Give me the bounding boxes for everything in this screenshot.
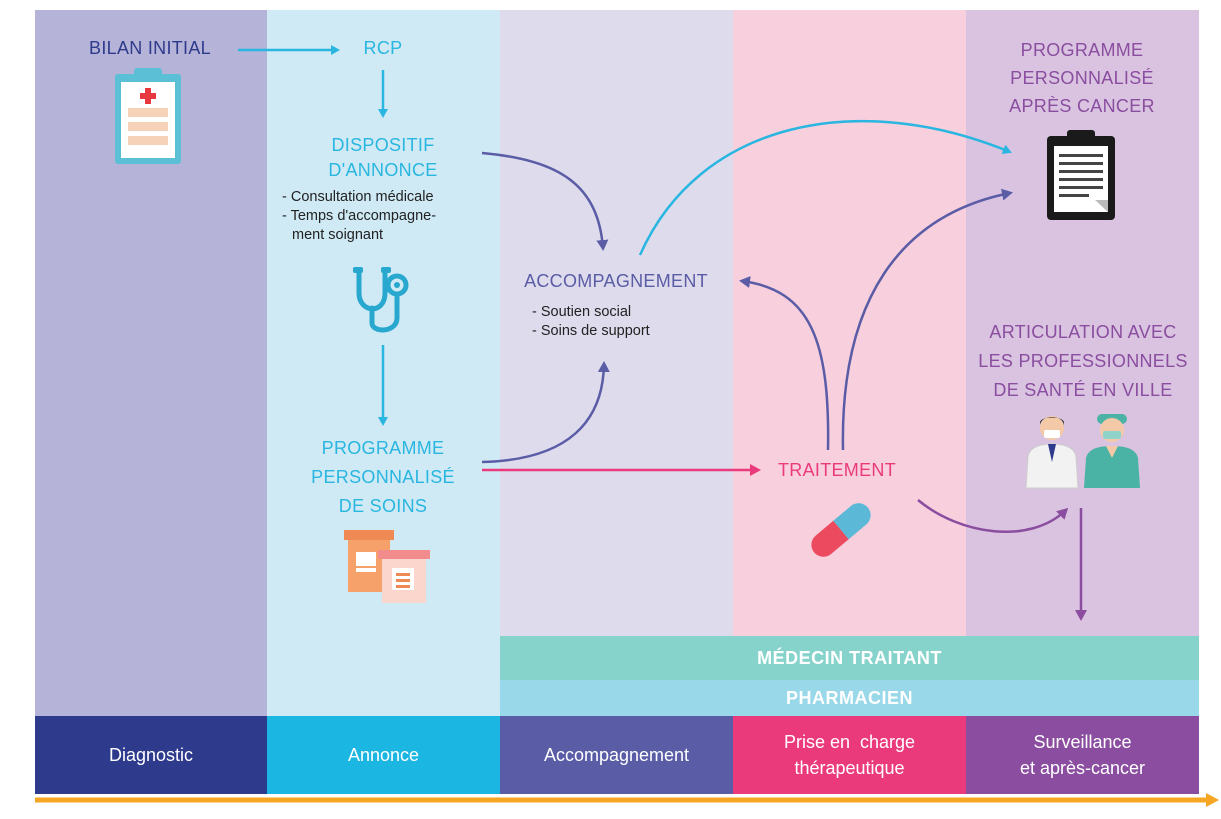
phase-surveillance-label-line1: Surveillance [1033,732,1132,752]
band-pharmacien-label: PHARMACIEN [785,687,913,708]
clipboard-medical-icon [115,68,181,164]
dispositif-line2: D'ANNONCE [328,160,438,180]
dispositif-line1: DISPOSITIF [331,135,435,155]
stethoscope-icon [353,267,409,333]
bilan-initial-label: BILAN INITIAL [89,38,211,58]
band-pharmacien: PHARMACIEN [500,680,1199,716]
column-accompagnement [500,10,733,716]
pill-bottles-icon [344,530,430,603]
phase-surveillance: Surveillance et après-cancer [966,716,1199,794]
node-dispositif-annonce: DISPOSITIF D'ANNONCE [300,133,466,183]
phase-diagnostic-label: Diagnostic [108,745,194,765]
arrow-dispositif-accompagnement [481,151,609,251]
articulation-line3: DE SANTÉ EN VILLE [993,380,1173,400]
arrow-traitement-articulation [917,499,1069,534]
dispositif-detail-1: - Consultation médicale [282,189,434,205]
band-medecin-traitant: MÉDECIN TRAITANT [500,636,1199,680]
arrow-traitement-programme-apres [841,188,1013,451]
programme-soins-line3: DE SOINS [338,496,428,516]
accompagnement-details: - Soutien social - Soins de support [532,303,722,341]
node-articulation: ARTICULATION AVEC LES PROFESSIONNELS DE … [968,318,1198,405]
clipboard-document-icon [1047,130,1115,220]
articulation-line2: LES PROFESSIONNELS [978,351,1188,371]
traitement-label: TRAITEMENT [778,460,896,480]
node-traitement: TRAITEMENT [762,460,912,481]
node-rcp: RCP [340,38,426,59]
node-accompagnement: ACCOMPAGNEMENT [505,271,727,292]
rcp-label: RCP [363,38,403,58]
dispositif-detail-2: - Temps d'accompagne- [282,208,437,224]
column-surveillance [966,10,1199,716]
phase-prise-label-line1: Prise en charge [783,732,916,752]
phase-annonce-label: Annonce [347,745,420,765]
arrow-accompagnement-programme-apres [638,119,1012,256]
phase-annonce: Annonce [267,716,500,794]
articulation-line1: ARTICULATION AVEC [989,322,1177,342]
programme-apres-line2: PERSONNALISÉ [1010,68,1154,88]
arrow-traitement-accompagnement [739,276,830,451]
phase-surveillance-label-line2: et après-cancer [1019,758,1146,778]
programme-apres-line1: PROGRAMME [1020,40,1144,60]
phase-prise-en-charge: Prise en charge thérapeutique [733,716,966,794]
dispositif-details: - Consultation médicale - Temps d'accomp… [282,188,492,245]
node-programme-apres-cancer: PROGRAMME PERSONNALISÉ APRÈS CANCER [975,36,1189,120]
arrow-programme-accompagnement [481,361,610,464]
accompagnement-detail-1: - Soutien social [532,304,632,320]
accompagnement-label: ACCOMPAGNEMENT [524,271,708,291]
node-bilan-initial: BILAN INITIAL [70,38,230,59]
phase-accompagnement: Accompagnement [500,716,733,794]
programme-soins-line1: PROGRAMME [321,438,445,458]
programme-soins-line2: PERSONNALISÉ [311,467,455,487]
phase-diagnostic: Diagnostic [35,716,267,794]
band-medecin-label: MÉDECIN TRAITANT [757,647,942,668]
doctors-icon [1025,414,1140,489]
programme-apres-line3: APRÈS CANCER [1009,96,1155,116]
capsule-icon [811,503,871,557]
node-programme-soins: PROGRAMME PERSONNALISÉ DE SOINS [290,434,476,521]
phase-prise-label-line2: thérapeutique [794,758,905,778]
phase-accompagnement-label: Accompagnement [543,745,690,765]
accompagnement-detail-2: - Soins de support [532,323,650,339]
dispositif-detail-3: ment soignant [292,227,384,243]
